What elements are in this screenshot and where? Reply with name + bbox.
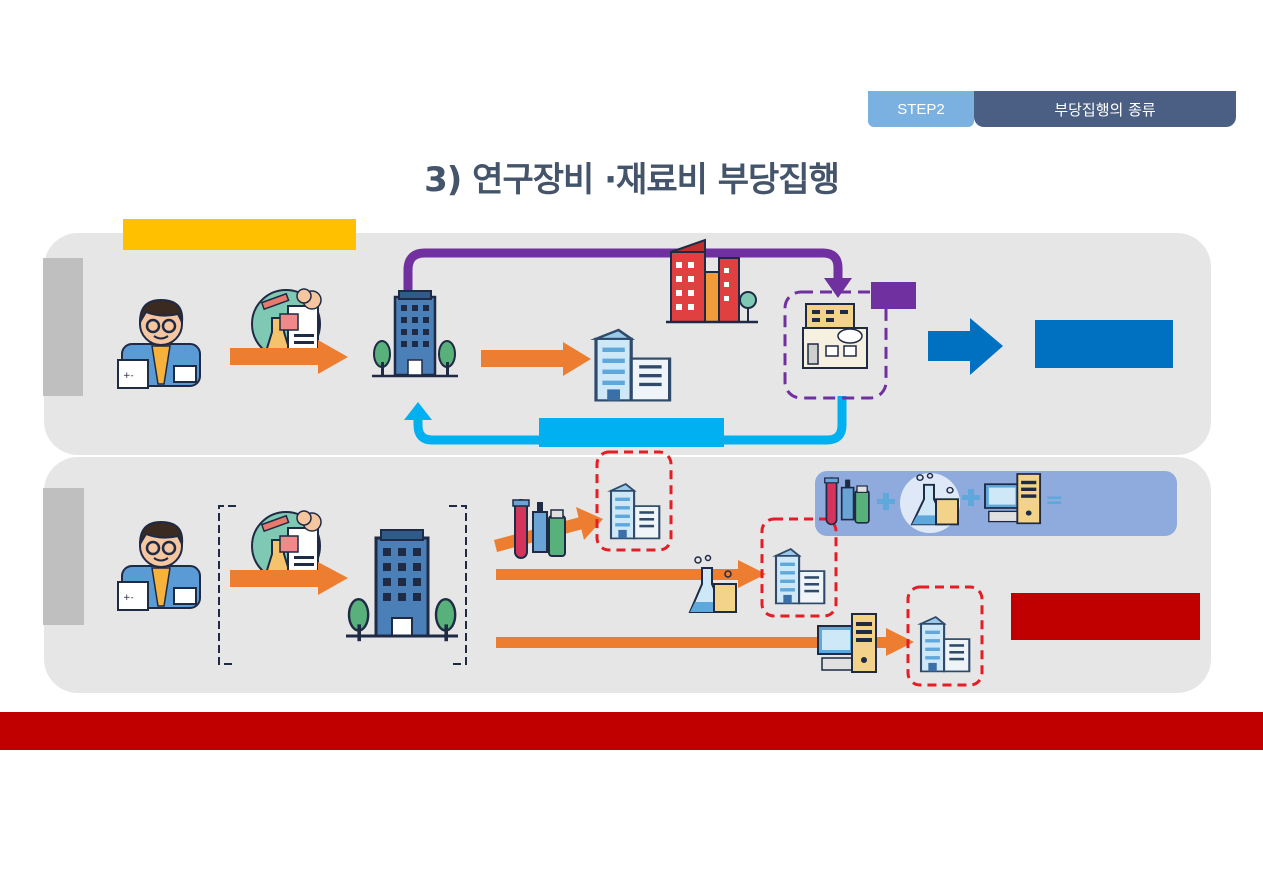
bracket-right [449, 505, 467, 665]
purple-flow-arrowhead [824, 278, 852, 298]
step-tab: STEP2 [868, 91, 974, 127]
purple-flow-line [403, 248, 843, 297]
vendor-building-icon [609, 482, 661, 540]
vendor-building-icon [774, 547, 826, 605]
side-label-top [43, 258, 83, 396]
flask-icon [689, 554, 737, 613]
cyan-return-arrowhead [404, 402, 432, 420]
page-title: 3) 연구장비 ·재료비 부당집행 [424, 160, 840, 200]
result-label-blue [1035, 320, 1173, 368]
test-tubes-icon [512, 499, 566, 559]
research-materials-icon [251, 510, 322, 581]
section-title-tab: 부당집행의 종류 [974, 91, 1236, 127]
researcher-icon [116, 298, 202, 390]
return-flow-label [539, 418, 724, 447]
vendor-frame-3 [906, 585, 984, 687]
result-arrow [928, 318, 1003, 375]
institution-building-icon [346, 529, 458, 643]
research-materials-icon [251, 288, 322, 359]
computer-equipment-icon [817, 613, 877, 673]
researcher-icon [116, 520, 202, 612]
computer-equipment-icon [984, 473, 1042, 525]
city-buildings-icon [666, 238, 758, 324]
related-company-icon [802, 303, 868, 369]
scenario-label-yellow [123, 219, 356, 250]
orange-arrow [230, 562, 348, 595]
bottom-banner [0, 712, 1263, 750]
vendor-building-icon [594, 328, 672, 402]
vendor-frame-2 [760, 517, 838, 618]
orange-arrow [230, 340, 348, 374]
bracket-left [218, 505, 236, 665]
plus-icon [877, 493, 895, 510]
equals-symbol: = [1045, 488, 1063, 513]
test-tubes-icon [823, 477, 870, 526]
orange-arrow [481, 342, 591, 376]
related-company-label [871, 282, 916, 309]
orange-arrow-middle [496, 560, 766, 588]
step-label: STEP2 [897, 100, 945, 118]
institution-building-icon [372, 290, 458, 378]
vendor-building-icon [919, 615, 971, 673]
section-title: 부당집행의 종류 [1054, 100, 1156, 119]
side-label-bottom [43, 488, 84, 625]
result-label-red [1011, 593, 1200, 640]
plus-icon [962, 489, 980, 506]
related-company-frame [783, 290, 888, 400]
orange-arrow-lower [496, 628, 914, 656]
vendor-frame-1 [595, 450, 673, 552]
